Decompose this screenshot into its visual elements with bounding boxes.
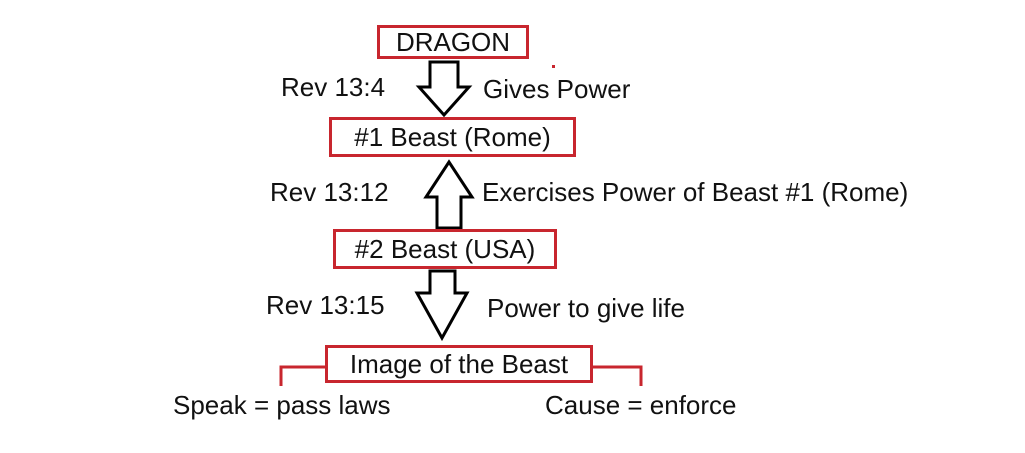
link-label: Power to give life (487, 293, 685, 323)
arrow-down-icon (415, 60, 473, 118)
beast2-label: #2 Beast (USA) (354, 233, 536, 264)
arrow-down-icon (414, 269, 470, 342)
beast2-node: #2 Beast (USA) (333, 229, 557, 269)
arrow-up-icon (423, 159, 475, 230)
red-dot (552, 65, 555, 68)
link-label: Exercises Power of Beast #1 (Rome) (482, 177, 909, 207)
left-bracket (279, 365, 326, 386)
dragon-node: DRAGON (377, 25, 529, 59)
link-ref: Rev 13:12 (270, 177, 389, 207)
image-node: Image of the Beast (325, 345, 593, 383)
right-bracket (591, 365, 643, 386)
link-ref: Rev 13:4 (281, 72, 386, 102)
beast1-label: #1 Beast (Rome) (354, 121, 551, 152)
beast1-node: #1 Beast (Rome) (329, 117, 576, 157)
link-ref: Rev 13:15 (266, 290, 385, 320)
link-label: Gives Power (483, 74, 631, 104)
branch-right: Cause = enforce (545, 390, 737, 420)
dragon-label: DRAGON (395, 26, 511, 57)
image-label: Image of the Beast (349, 348, 569, 379)
branch-left: Speak = pass laws (173, 390, 391, 420)
